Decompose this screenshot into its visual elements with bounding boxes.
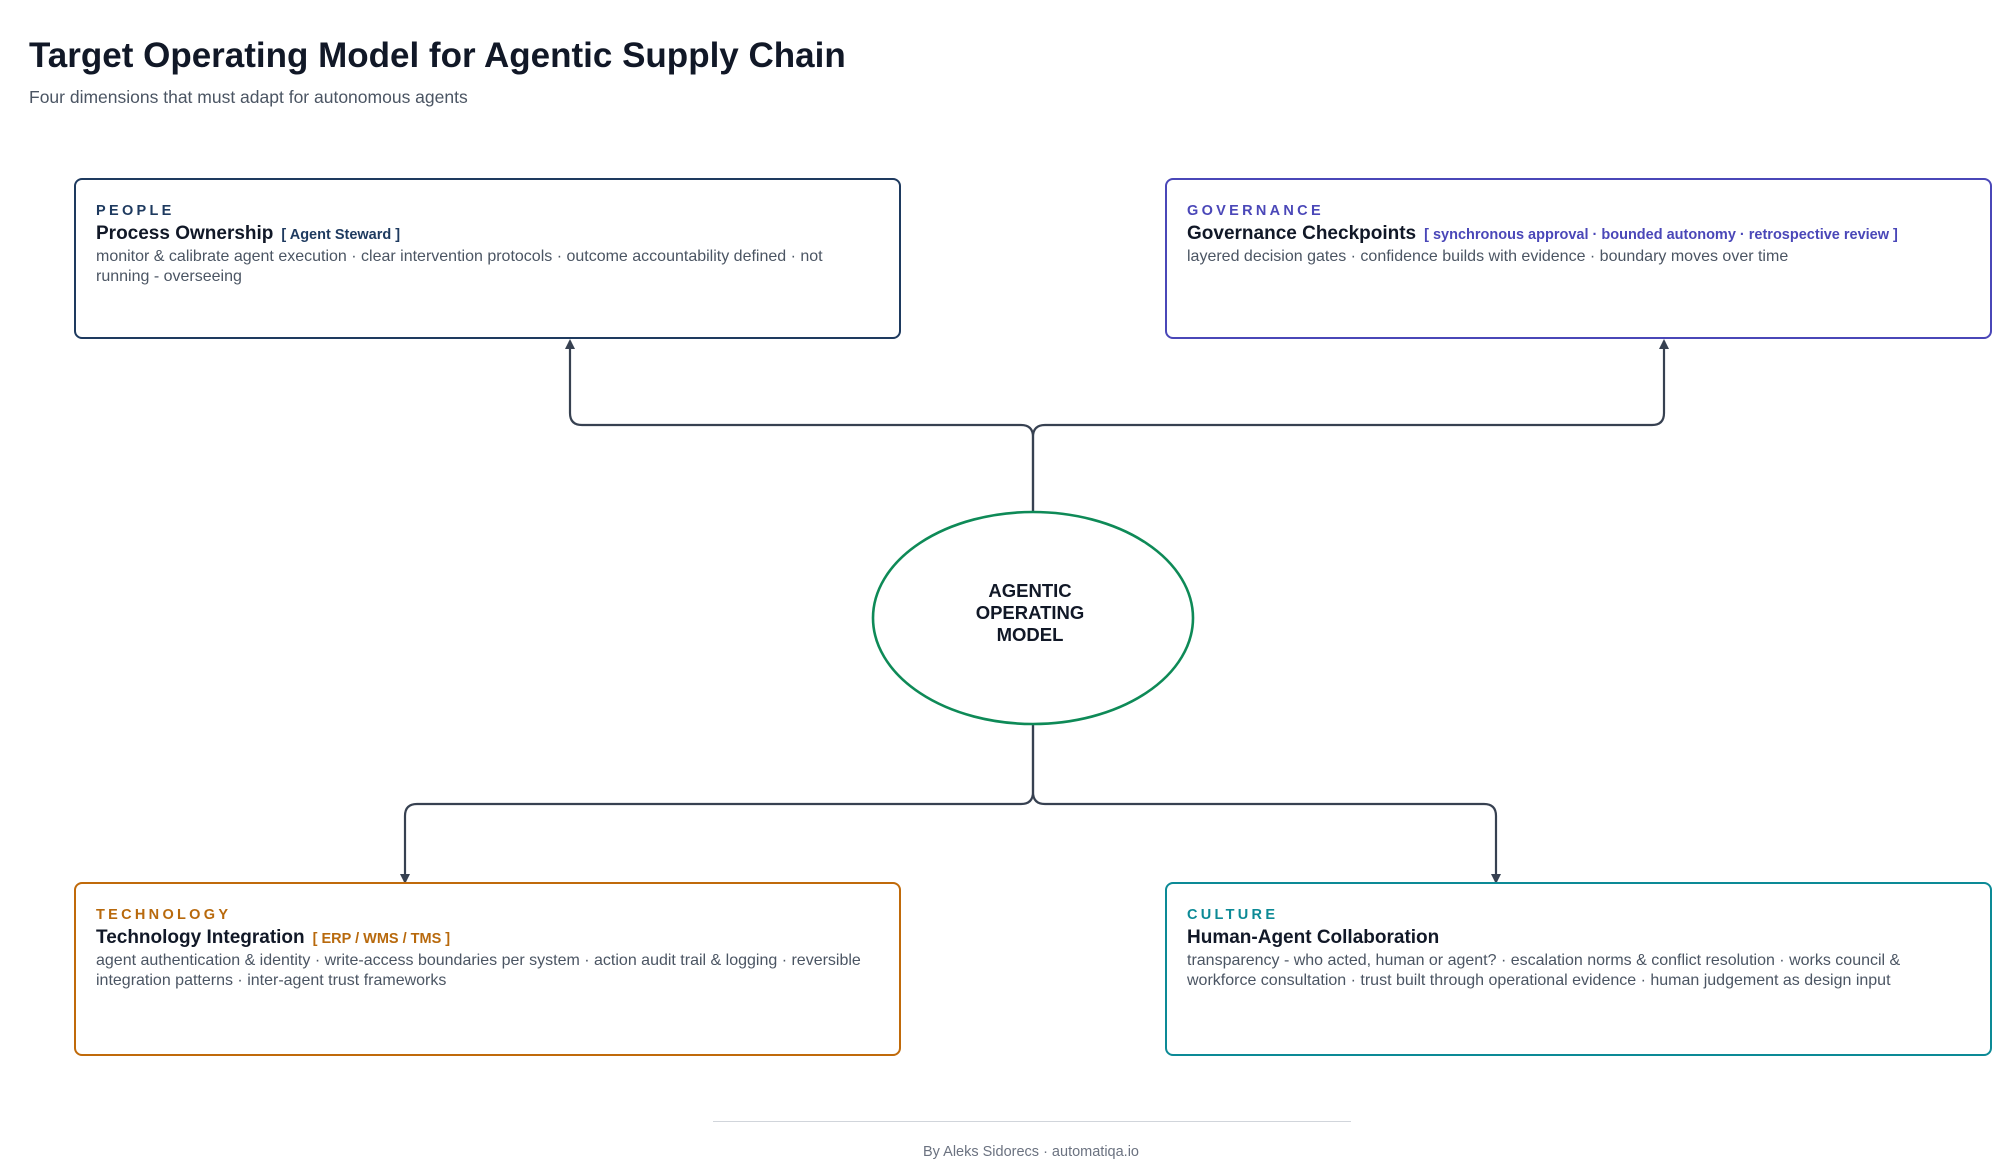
central-hub-line: OPERATING: [975, 602, 1085, 623]
central-hub-label: AGENTIC OPERATING MODEL: [910, 580, 1150, 646]
central-hub-line: MODEL: [996, 624, 1064, 645]
technology-card: TECHNOLOGY Technology Integration [ ERP /…: [74, 882, 901, 1056]
technology-card-title: Technology Integration: [96, 927, 305, 948]
culture-card-title: Human-Agent Collaboration: [1187, 927, 1440, 948]
technology-card-tag: [ ERP / WMS / TMS ]: [312, 931, 451, 947]
technology-card-description: agent authentication & identity · write-…: [96, 952, 861, 989]
technology-card-label: TECHNOLOGY: [96, 907, 232, 923]
page-subtitle: Four dimensions that must adapt for auto…: [29, 87, 468, 107]
governance-card-label: GOVERNANCE: [1187, 203, 1324, 219]
culture-card-label: CULTURE: [1187, 907, 1279, 923]
governance-card-title: Governance Checkpoints: [1187, 223, 1417, 244]
central-hub-line: AGENTIC: [988, 580, 1072, 601]
governance-card-description: layered decision gates · confidence buil…: [1187, 248, 1789, 265]
connector-to-technology: [400, 724, 1035, 884]
page-title: Target Operating Model for Agentic Suppl…: [29, 36, 846, 75]
connector-to-people: [565, 339, 1035, 512]
governance-card: GOVERNANCE Governance Checkpoints [ synch…: [1165, 178, 1992, 339]
culture-card-description: transparency - who acted, human or agent…: [1187, 952, 1901, 989]
footer-credit: By Aleks Sidorecs · automatiqa.io: [923, 1144, 1139, 1160]
governance-card-tag: [ synchronous approval · bounded autonom…: [1424, 227, 1898, 243]
central-hub-ellipse: [871, 510, 1195, 726]
people-card-title: Process Ownership: [96, 223, 274, 244]
people-card-tag: [ Agent Steward ]: [281, 227, 401, 243]
connector-to-governance: [1031, 339, 1669, 512]
people-card-label: PEOPLE: [96, 203, 175, 219]
culture-card: CULTURE Human-Agent Collaboration transp…: [1165, 882, 1992, 1056]
people-card: PEOPLE Process Ownership [ Agent Steward …: [74, 178, 901, 339]
footer-divider: [713, 1121, 1351, 1122]
people-card-description: monitor & calibrate agent execution · cl…: [96, 248, 823, 285]
connector-to-culture: [1031, 724, 1501, 884]
